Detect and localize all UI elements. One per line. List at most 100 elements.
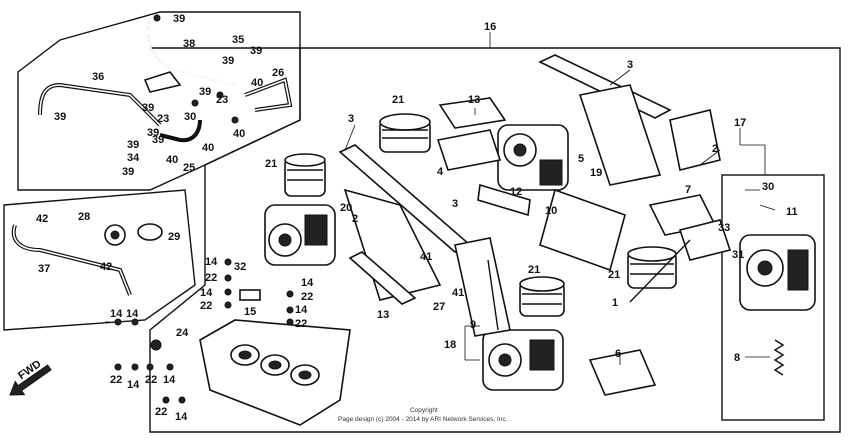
callout-22: 14 xyxy=(163,374,176,386)
copyright-notice: Page design (c) 2004 - 2014 by ARI Netwo… xyxy=(338,416,508,423)
clip-39 xyxy=(153,14,161,22)
callout-13: 13 xyxy=(468,94,480,106)
callout-41: 41 xyxy=(452,287,464,299)
callout-40: 40 xyxy=(233,128,245,140)
leader-lines xyxy=(105,32,776,365)
callout-16: 16 xyxy=(484,21,496,33)
right-carb-frame xyxy=(721,174,825,421)
clip-30 xyxy=(191,99,199,107)
callout-8: 8 xyxy=(734,352,740,364)
plate-13-left xyxy=(348,251,417,305)
callout-19: 19 xyxy=(590,167,602,179)
callout-17: 17 xyxy=(734,117,746,129)
callout-11: 11 xyxy=(786,206,798,218)
plate-4 xyxy=(436,129,502,171)
callout-3: 3 xyxy=(452,198,458,210)
funnel-21-mid xyxy=(519,276,565,317)
callout-40: 40 xyxy=(202,142,214,154)
hose-25 xyxy=(159,119,202,143)
plate-2-right xyxy=(669,109,721,171)
callout-21: 21 xyxy=(528,264,540,276)
callout-14: 14 xyxy=(301,277,314,289)
callout-39: 39 xyxy=(152,134,164,146)
callout-39: 39 xyxy=(127,139,139,151)
callout-22: 22 xyxy=(205,272,217,284)
callout-39: 39 xyxy=(199,86,211,98)
plate-2-top xyxy=(578,84,662,186)
callout-39: 39 xyxy=(250,45,262,57)
valve-28-core xyxy=(110,230,120,240)
callout-22: 14 xyxy=(126,308,139,320)
callout-labels: 39 38 35 39 39 40 26 36 39 23 39 30 39 2… xyxy=(36,13,798,423)
float-chamber-24 xyxy=(199,319,351,426)
rod-9 xyxy=(487,259,499,331)
callout-2: 2 xyxy=(712,143,718,155)
hose-kit-frame xyxy=(17,11,301,191)
spring-8 xyxy=(773,339,785,376)
callout-23: 23 xyxy=(157,113,169,125)
callout-37: 37 xyxy=(38,263,50,275)
carburetor-left xyxy=(264,204,336,266)
callout-14: 14 xyxy=(205,256,218,268)
callout-42: 42 xyxy=(100,261,112,273)
callout-14: 22 xyxy=(155,406,167,418)
carburetor-right xyxy=(739,234,816,311)
callout-22: 14 xyxy=(175,411,188,423)
funnel-21-left xyxy=(284,153,326,197)
callout-39: 39 xyxy=(122,166,134,178)
clamp-29 xyxy=(137,223,163,241)
callout-39: 39 xyxy=(54,111,66,123)
callout-15: 15 xyxy=(244,306,256,318)
callout-30: 30 xyxy=(184,111,196,123)
callout-24: 24 xyxy=(176,327,189,339)
callout-27: 27 xyxy=(433,301,445,313)
callout-21: 21 xyxy=(608,269,620,281)
callout-9: 9 xyxy=(470,319,476,331)
plate-mid-2 xyxy=(454,237,511,337)
callout-3: 3 xyxy=(348,113,354,125)
callout-14: 14 xyxy=(295,304,308,316)
callout-22: 22 xyxy=(200,300,212,312)
callout-31: 31 xyxy=(732,249,744,261)
callout-13: 13 xyxy=(377,309,389,321)
plate-10 xyxy=(539,188,626,272)
callout-29: 29 xyxy=(168,231,180,243)
callout-38: 38 xyxy=(183,38,195,50)
callout-20: 20 xyxy=(340,202,352,214)
clip-40 xyxy=(231,116,239,124)
callout-26: 26 xyxy=(272,67,284,79)
callout-10: 10 xyxy=(545,205,557,217)
hose-37-inner xyxy=(13,224,131,296)
callout-3: 3 xyxy=(627,59,633,71)
callout-30: 30 xyxy=(762,181,774,193)
hose-36-inner xyxy=(39,84,161,126)
callout-39: 39 xyxy=(147,127,159,139)
clip-23 xyxy=(216,91,224,99)
callout-22: 22 xyxy=(301,291,313,303)
callout-2: 2 xyxy=(352,213,358,225)
callout-23: 23 xyxy=(216,94,228,106)
callout-14: 22 xyxy=(110,374,122,386)
screw-set xyxy=(114,258,294,404)
air-vent-frame xyxy=(3,189,196,331)
callout-14: 14 xyxy=(200,287,213,299)
plate-right-mid xyxy=(678,219,732,261)
callout-41: 41 xyxy=(420,251,432,263)
plate-12 xyxy=(477,183,531,217)
callout-39: 39 xyxy=(173,13,185,25)
callout-42: 42 xyxy=(36,213,48,225)
callout-6: 6 xyxy=(615,348,621,360)
callout-32: 32 xyxy=(234,261,246,273)
plate-13-top xyxy=(438,97,507,129)
funnel-21-right xyxy=(627,246,677,289)
callout-36: 36 xyxy=(92,71,104,83)
callout-22: 22 xyxy=(295,318,307,330)
callout-5: 5 xyxy=(578,153,584,165)
callout-34: 34 xyxy=(127,152,140,164)
callout-22: 14 xyxy=(127,379,140,391)
callout-1: 1 xyxy=(612,297,618,309)
callout-7: 7 xyxy=(685,184,691,196)
callout-40: 40 xyxy=(166,154,178,166)
callout-21: 21 xyxy=(265,158,277,170)
